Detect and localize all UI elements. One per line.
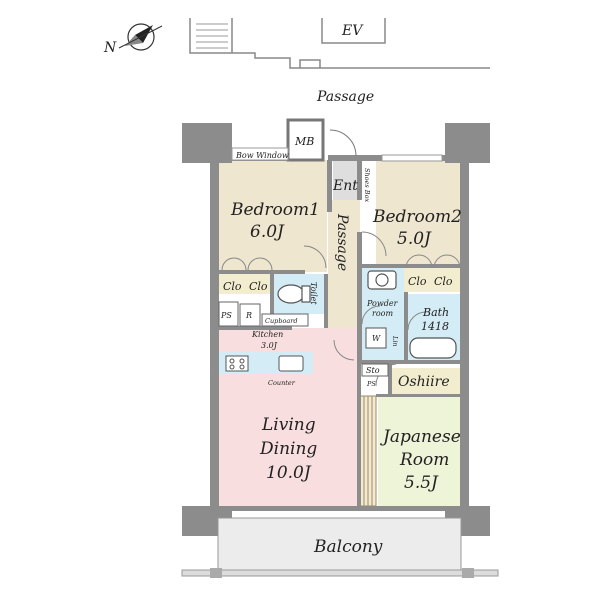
compass-north-label: N bbox=[103, 40, 117, 56]
japanese-line1: Japanese bbox=[380, 427, 461, 447]
balcony-right-pillar bbox=[462, 568, 474, 578]
toilet-label: Toilet bbox=[309, 282, 318, 305]
japanese-line3: 5.5J bbox=[404, 473, 439, 493]
washbasin-icon bbox=[367, 270, 397, 290]
balcony-left-pillar bbox=[210, 568, 222, 578]
cooktop-icon bbox=[225, 355, 249, 372]
cupboard-label: Cupboard bbox=[265, 317, 298, 325]
bedroom2-name: Bedroom2 bbox=[372, 207, 462, 227]
sto-box bbox=[361, 363, 389, 377]
bow-window bbox=[231, 147, 289, 161]
interior-walls bbox=[219, 160, 464, 508]
linen-label: Lin bbox=[391, 335, 399, 347]
living-line3: 10.0J bbox=[266, 463, 312, 483]
bedroom1-floor bbox=[219, 160, 327, 272]
bath-name: Bath bbox=[422, 306, 449, 319]
japanese-line2: Room bbox=[399, 450, 449, 470]
ps-small-label: PS bbox=[366, 380, 376, 388]
bedroom2-window bbox=[381, 154, 443, 162]
bedroom2-floor bbox=[376, 160, 463, 270]
balcony-label: Balcony bbox=[313, 537, 383, 557]
washing-machine-box bbox=[365, 327, 387, 349]
washer-label: W bbox=[372, 334, 381, 343]
balcony-floor bbox=[217, 517, 462, 575]
clo-b2-a: Clo bbox=[408, 275, 427, 288]
living-line2: Dining bbox=[259, 439, 317, 459]
cupboard-box bbox=[261, 313, 309, 327]
closet-b1-floor bbox=[219, 272, 272, 294]
closet-b2-floor bbox=[404, 268, 461, 292]
kitchen-sink-icon bbox=[278, 355, 304, 372]
entrance-label: Ent bbox=[332, 178, 358, 194]
toilet-icon bbox=[277, 284, 311, 304]
oshiire-floor bbox=[392, 368, 460, 394]
sto-label: Sto bbox=[366, 366, 380, 375]
clo-b1-b: Clo bbox=[249, 280, 268, 293]
mb-label: MB bbox=[294, 135, 314, 148]
ev-label: EV bbox=[341, 23, 364, 39]
inner-passage-floor bbox=[328, 200, 360, 328]
japanese-room-floor bbox=[378, 396, 460, 506]
shoes-box-label: Shoes Box bbox=[363, 168, 371, 202]
entry-door bbox=[329, 129, 357, 157]
entrance-floor bbox=[333, 160, 357, 200]
powder-room-line2: room bbox=[372, 309, 393, 318]
refrigerator-label: R bbox=[245, 311, 252, 320]
bow-window-label: Bow Window bbox=[235, 151, 289, 160]
counter-label: Counter bbox=[268, 379, 296, 387]
clo-b1-a: Clo bbox=[223, 280, 242, 293]
kitchen-name: Kitchen bbox=[251, 330, 283, 339]
kitchen-size: 3.0J bbox=[261, 341, 278, 350]
ps-box bbox=[218, 301, 239, 327]
common-corridor-walls bbox=[189, 18, 490, 69]
refrigerator-box bbox=[239, 303, 261, 327]
inner-passage-label: Passage bbox=[334, 213, 350, 271]
engawa-strip bbox=[359, 395, 377, 507]
balcony-railing bbox=[181, 569, 499, 577]
powder-room-line1: Powder bbox=[366, 299, 399, 308]
bedroom2-size: 5.0J bbox=[397, 229, 432, 249]
north-arrow-icon bbox=[118, 23, 163, 51]
clo-b2-b: Clo bbox=[434, 275, 453, 288]
stair-treads bbox=[196, 23, 228, 49]
living-line1: Living bbox=[261, 415, 316, 435]
bedroom1-name: Bedroom1 bbox=[230, 200, 320, 220]
ps-label: PS bbox=[220, 311, 232, 320]
bedroom1-size: 6.0J bbox=[250, 222, 285, 242]
oshiire-label: Oshiire bbox=[398, 374, 450, 390]
bathtub-icon bbox=[409, 337, 457, 359]
closet-doors bbox=[221, 254, 461, 271]
mb-box bbox=[286, 118, 325, 162]
common-passage-label: Passage bbox=[316, 89, 374, 105]
door-swings bbox=[303, 231, 427, 387]
bath-size: 1418 bbox=[421, 320, 449, 333]
